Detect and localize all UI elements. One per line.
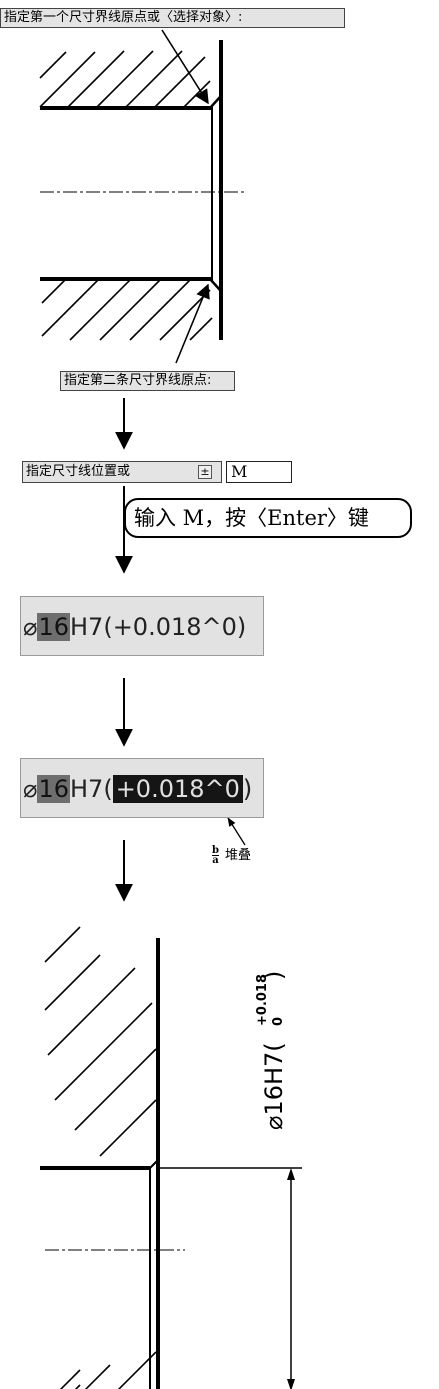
mtext-editor-before[interactable]: ⌀16H7(+0.018^0) bbox=[20, 596, 264, 656]
mtext-content-before: ⌀16H7(+0.018^0) bbox=[23, 610, 246, 644]
hatch-upper bbox=[39, 50, 211, 109]
leader-second-point bbox=[175, 283, 210, 364]
tolerance-text: +0.018^0 bbox=[112, 613, 237, 641]
top-drawing bbox=[39, 29, 245, 364]
dim-main-text: ⌀16H7( bbox=[260, 1042, 288, 1130]
diameter-symbol: ⌀ bbox=[23, 775, 38, 803]
bottom-hatch-upper bbox=[44, 926, 157, 1157]
bottom-hatch-lower bbox=[59, 1351, 157, 1389]
fit-code: H7( bbox=[70, 613, 113, 641]
instruction-callout: 输入 M，按〈Enter〉键 bbox=[124, 498, 412, 538]
command-input[interactable]: M bbox=[226, 461, 292, 483]
diameter-symbol: ⌀ bbox=[23, 613, 38, 641]
dimension-text: ⌀16H7( +0.018 0 ) bbox=[255, 971, 288, 1130]
prompt-first-origin: 指定第一个尺寸界线原点或〈选择对象〉: bbox=[0, 8, 345, 28]
dim-arrow-top bbox=[287, 1168, 295, 1180]
chamfer-bottom bbox=[209, 278, 221, 291]
dim-lower-tol: 0 bbox=[271, 1017, 286, 1026]
prompt-dimension-line-location: 指定尺寸线位置或 bbox=[22, 461, 222, 483]
options-expand-button[interactable]: ± bbox=[198, 465, 212, 479]
fit-code: H7( bbox=[70, 775, 113, 803]
bottom-chamfer bbox=[149, 1159, 159, 1169]
bottom-drawing bbox=[40, 926, 302, 1389]
mtext-content-selected: ⌀16H7(+0.018^0) bbox=[23, 772, 252, 806]
chamfer-top bbox=[209, 96, 221, 109]
stack-label-text: 堆叠 bbox=[225, 848, 252, 863]
hatch-lower bbox=[41, 278, 213, 341]
close-paren: ) bbox=[242, 775, 253, 803]
tolerance-selection[interactable]: +0.018^0 bbox=[112, 775, 243, 803]
prompt-second-origin: 指定第二条尺寸界线原点: bbox=[60, 371, 235, 391]
mtext-editor-selected[interactable]: ⌀16H7(+0.018^0) bbox=[20, 758, 264, 818]
dim-upper-tol: +0.018 bbox=[255, 974, 270, 1026]
nominal-size-highlight: 16 bbox=[37, 613, 70, 641]
close-paren: ) bbox=[236, 613, 247, 641]
dim-close-paren: ) bbox=[260, 971, 288, 980]
nominal-size-highlight: 16 bbox=[37, 775, 70, 803]
stack-pointer bbox=[227, 817, 246, 846]
leader-first-point bbox=[161, 29, 209, 105]
dim-arrow-bottom bbox=[287, 1379, 295, 1389]
